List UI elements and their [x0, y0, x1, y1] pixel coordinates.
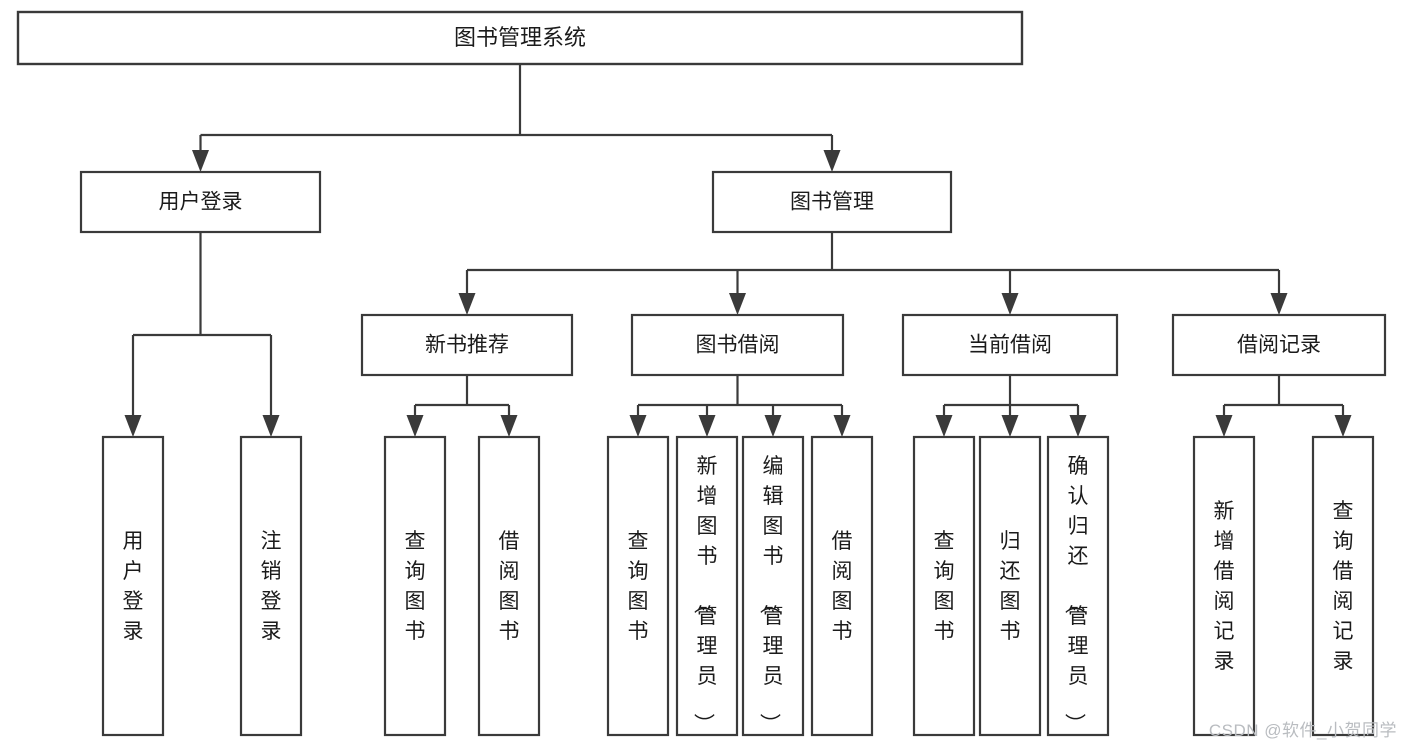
leaf-label: 借阅图书	[499, 530, 520, 643]
leaf-box	[383, 435, 447, 737]
leaf-box	[675, 435, 739, 737]
arrow-head-icon	[458, 293, 476, 315]
leaf-box	[1192, 435, 1256, 737]
leaf-box	[912, 435, 976, 737]
node-box	[79, 170, 322, 234]
node-box	[901, 313, 1119, 377]
leaf-box	[978, 435, 1042, 737]
arrow-head-icon	[629, 415, 647, 437]
leaf-box	[741, 435, 805, 737]
node-box	[711, 170, 953, 234]
leaf-label: 新增借阅记录	[1214, 500, 1235, 673]
arrow-head-icon	[1001, 293, 1019, 315]
node-label: 借阅记录	[1237, 334, 1321, 357]
node-label: 图书借阅	[696, 334, 780, 357]
node-label: 用户登录	[159, 191, 243, 214]
leaf-label: 新增图书（管理员）	[692, 455, 718, 734]
arrow-head-icon	[764, 415, 782, 437]
leaf-return-book[interactable]: 归还图书	[978, 435, 1042, 737]
leaf-label: 查询图书	[934, 530, 955, 643]
leaf-edit-book[interactable]: 编辑图书（管理员）	[741, 435, 805, 737]
node-root[interactable]: 图书管理系统	[16, 10, 1024, 66]
node-label: 图书管理	[790, 191, 874, 214]
leaf-query-book-3[interactable]: 查询图书	[912, 435, 976, 737]
leaf-label: 归还图书	[1000, 530, 1021, 643]
leaves-layer: 用户登录 注销登录 查询图书 借阅图书 查询图书 新增图书（管理员） 编辑图书（管理员） 借阅…	[101, 435, 1375, 737]
leaf-box	[606, 435, 670, 737]
node-current-borrow[interactable]: 当前借阅	[901, 313, 1119, 377]
leaf-label: 借阅图书	[832, 530, 853, 643]
leaf-box	[239, 435, 303, 737]
node-book-borrow[interactable]: 图书借阅	[630, 313, 845, 377]
arrow-head-icon	[1334, 415, 1352, 437]
arrow-head-icon	[823, 150, 841, 172]
leaf-label: 确认归还（管理员）	[1063, 455, 1089, 734]
arrow-head-icon	[124, 415, 142, 437]
leaf-label: 编辑图书（管理员）	[758, 455, 784, 734]
leaf-box	[101, 435, 165, 737]
leaf-box	[477, 435, 541, 737]
node-box	[1171, 313, 1387, 377]
node-box	[16, 10, 1024, 66]
leaf-query-book-2[interactable]: 查询图书	[606, 435, 670, 737]
arrow-head-icon	[698, 415, 716, 437]
leaf-borrow-book-2[interactable]: 借阅图书	[810, 435, 874, 737]
node-label: 当前借阅	[968, 334, 1052, 357]
leaf-box	[1311, 435, 1375, 737]
leaf-query-record[interactable]: 查询借阅记录	[1311, 435, 1375, 737]
node-book-manage[interactable]: 图书管理	[711, 170, 953, 234]
arrow-head-icon	[262, 415, 280, 437]
edges-layer	[124, 64, 1352, 437]
arrow-head-icon	[833, 415, 851, 437]
arrow-head-icon	[935, 415, 953, 437]
leaf-add-record[interactable]: 新增借阅记录	[1192, 435, 1256, 737]
node-user-login[interactable]: 用户登录	[79, 170, 322, 234]
arrow-head-icon	[500, 415, 518, 437]
arrow-head-icon	[729, 293, 746, 315]
arrow-head-icon	[1001, 415, 1019, 437]
leaf-label: 注销登录	[261, 530, 282, 643]
arrow-head-icon	[1215, 415, 1233, 437]
node-label: 新书推荐	[425, 334, 509, 357]
leaf-label: 查询图书	[405, 530, 426, 643]
leaf-user-login[interactable]: 用户登录	[101, 435, 165, 737]
arrow-head-icon	[1069, 415, 1087, 437]
leaf-label: 查询借阅记录	[1333, 500, 1354, 673]
leaf-query-book-1[interactable]: 查询图书	[383, 435, 447, 737]
leaf-add-book[interactable]: 新增图书（管理员）	[675, 435, 739, 737]
leaf-label: 用户登录	[123, 530, 144, 643]
leaf-logout[interactable]: 注销登录	[239, 435, 303, 737]
leaf-label: 查询图书	[628, 530, 649, 643]
leaf-box	[1046, 435, 1110, 737]
node-box	[630, 313, 845, 377]
arrow-head-icon	[192, 150, 209, 172]
node-new-book-rec[interactable]: 新书推荐	[360, 313, 574, 377]
leaf-confirm-return[interactable]: 确认归还（管理员）	[1046, 435, 1110, 737]
leaf-box	[810, 435, 874, 737]
arrow-head-icon	[1270, 293, 1288, 315]
arrow-head-icon	[406, 415, 424, 437]
node-borrow-record[interactable]: 借阅记录	[1171, 313, 1387, 377]
node-box	[360, 313, 574, 377]
leaf-borrow-book-1[interactable]: 借阅图书	[477, 435, 541, 737]
node-label: 图书管理系统	[454, 25, 586, 50]
